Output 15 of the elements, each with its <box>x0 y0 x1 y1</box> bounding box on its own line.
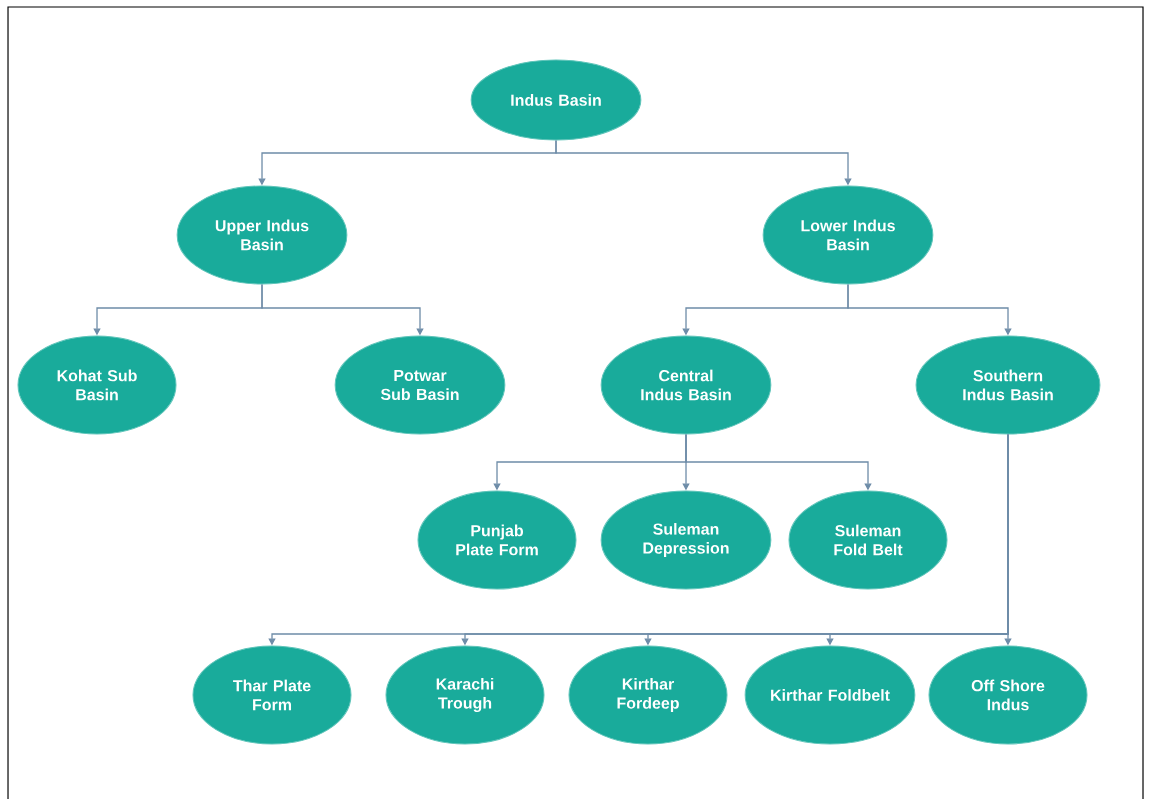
ellipse-node: Potwar Sub Basin <box>334 335 506 435</box>
ellipse-node: Kirthar Foldbelt <box>744 645 916 745</box>
ellipse-node: Punjab Plate Form <box>417 490 577 590</box>
ellipse-node: Indus Basin <box>470 59 642 141</box>
ellipse-node: Off Shore Indus <box>928 645 1088 745</box>
ellipse-node: Suleman Fold Belt <box>788 490 948 590</box>
ellipse-node: Southern Indus Basin <box>915 335 1101 435</box>
ellipse-node: Lower Indus Basin <box>762 185 934 285</box>
ellipse-node: Karachi Trough <box>385 645 545 745</box>
ellipse-node: Upper Indus Basin <box>176 185 348 285</box>
ellipse-node: Kohat Sub Basin <box>17 335 177 435</box>
ellipse-node: Kirthar Fordeep <box>568 645 728 745</box>
ellipse-node: Suleman Depression <box>600 490 772 590</box>
ellipse-node: Thar Plate Form <box>192 645 352 745</box>
ellipse-node: Central Indus Basin <box>600 335 772 435</box>
